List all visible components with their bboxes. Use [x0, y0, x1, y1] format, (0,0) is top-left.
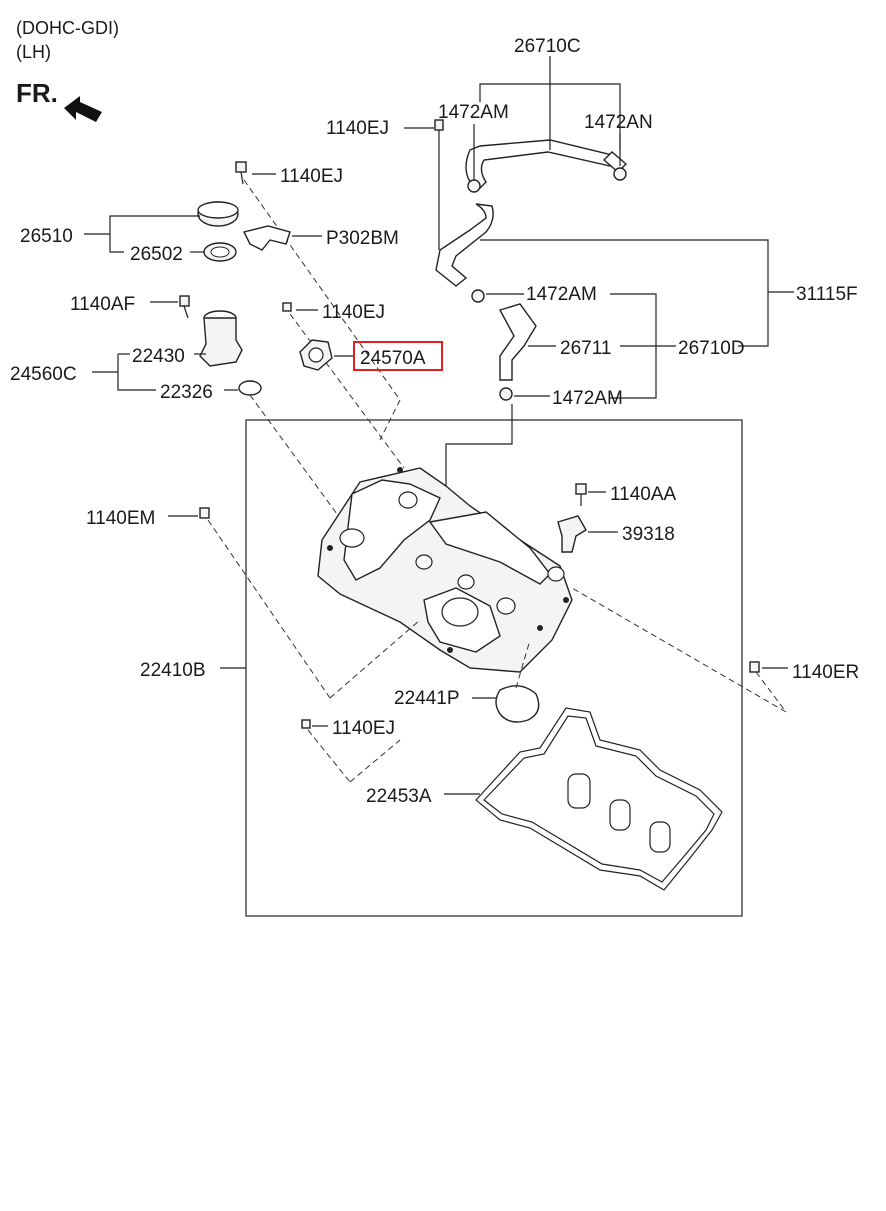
label-1140EM: 1140EM — [86, 508, 155, 529]
cap-seal-icon — [203, 242, 237, 262]
pcv-valve-icon — [299, 339, 333, 371]
breather-hose-assembly — [435, 139, 628, 381]
label-1472AN: 1472AN — [584, 112, 653, 133]
hose-clamp-icon — [499, 387, 513, 401]
label-1140EJ-lower: 1140EJ — [332, 718, 395, 739]
label-39318: 39318 — [622, 524, 675, 545]
label-26711: 26711 — [560, 338, 611, 359]
label-P302BM: P302BM — [326, 228, 399, 249]
label-1140AF: 1140AF — [70, 294, 135, 315]
front-direction-label: FR. — [16, 78, 58, 108]
bracket-icon — [242, 225, 291, 251]
front-arrow-icon — [64, 96, 102, 122]
side-label: (LH) — [16, 42, 51, 62]
label-26510: 26510 — [20, 226, 73, 247]
label-22453A: 22453A — [366, 786, 432, 807]
engine-type-label: (DOHC-GDI) — [16, 18, 119, 38]
label-1140AA: 1140AA — [610, 484, 677, 505]
label-1472AM-top: 1472AM — [438, 102, 509, 123]
cover-gasket-icon — [475, 707, 723, 891]
bolt-icon — [235, 161, 247, 185]
filler-neck-icon — [199, 310, 243, 367]
label-26710C: 26710C — [514, 36, 581, 57]
sensor-icon — [557, 515, 587, 553]
plug-gasket-icon — [495, 685, 540, 723]
label-24560C: 24560C — [10, 364, 77, 385]
oil-filler-cap-icon — [197, 201, 239, 227]
label-26710D: 26710D — [678, 338, 745, 359]
bolt-icon — [575, 483, 587, 506]
o-ring-icon — [238, 380, 262, 396]
bolt-icon — [199, 507, 210, 519]
bolt-icon — [179, 295, 190, 319]
label-22326: 22326 — [160, 382, 213, 403]
bolt-icon — [301, 719, 311, 729]
label-22430: 22430 — [132, 346, 185, 367]
label-22410B: 22410B — [140, 660, 206, 681]
label-26502: 26502 — [130, 244, 183, 265]
cylinder-head-cover-icon — [317, 467, 573, 673]
label-1472AM-mid: 1472AM — [526, 284, 597, 305]
hose-clamp-icon — [471, 289, 485, 303]
label-31115F: 31115F — [796, 284, 858, 305]
label-24570A: 24570A — [360, 348, 426, 369]
bolt-icon — [282, 302, 292, 312]
label-1140EJ-top: 1140EJ — [326, 118, 389, 139]
hose-clamp-icon — [613, 167, 627, 181]
label-1472AM-low: 1472AM — [552, 388, 623, 409]
highlight-box-24570A — [353, 341, 443, 371]
label-22441P: 22441P — [394, 688, 460, 709]
label-1140ER: 1140ER — [792, 662, 859, 683]
bolt-icon — [749, 661, 760, 673]
hose-clamp-icon — [467, 179, 481, 193]
label-1140EJ-cap: 1140EJ — [280, 166, 343, 187]
label-1140EJ-valve: 1140EJ — [322, 302, 385, 323]
